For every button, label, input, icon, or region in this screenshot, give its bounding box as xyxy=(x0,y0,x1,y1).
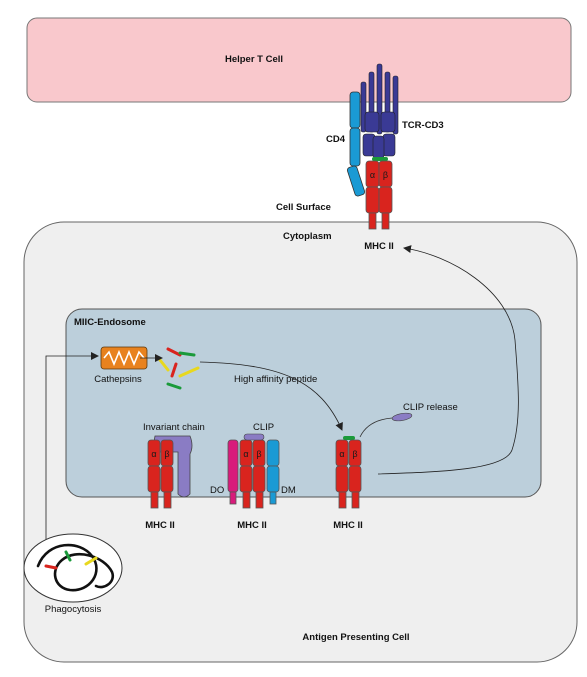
surface-peptide xyxy=(372,157,388,161)
mhc-ii-peptide-loaded xyxy=(335,436,362,509)
high-affinity-peptide-label: High affinity peptide xyxy=(234,374,317,385)
do-label: DO xyxy=(210,485,224,496)
miic-endosome-label: MIIC-Endosome xyxy=(74,317,146,328)
cell-surface-label: Cell Surface xyxy=(276,202,331,213)
beta-label: β xyxy=(256,449,261,459)
phagocytosis-label: Phagocytosis xyxy=(45,604,102,615)
mhc-ii-invariant-chain xyxy=(147,435,193,509)
helper-t-cell xyxy=(26,17,572,103)
peptide-fragments xyxy=(158,347,200,390)
mhc-ii-clip-complex xyxy=(227,433,280,509)
cd4-label: CD4 xyxy=(326,134,346,145)
invariant-chain-label: Invariant chain xyxy=(143,422,205,433)
mhc-ii-surface xyxy=(365,160,393,230)
tcr-cd3-label: TCR-CD3 xyxy=(402,120,444,131)
apc-label: Antigen Presenting Cell xyxy=(302,632,409,643)
alpha-label: α xyxy=(151,449,156,459)
clip-label: CLIP xyxy=(253,422,274,433)
tcr-cd3-complex xyxy=(360,63,399,159)
mhc-ii-label: MHC II xyxy=(364,241,394,252)
released-clip xyxy=(391,412,413,422)
beta-label: β xyxy=(352,449,357,459)
dm-label: DM xyxy=(281,485,296,496)
clip-release-connector xyxy=(359,417,393,438)
beta-label: β xyxy=(164,449,169,459)
cd4-receptor xyxy=(346,91,366,197)
beta-label: β xyxy=(383,170,388,180)
cathepsins-label: Cathepsins xyxy=(94,374,142,385)
peptide-loading-arrow xyxy=(199,361,343,431)
surface-export-arrow xyxy=(377,245,519,475)
miic-endosome xyxy=(65,308,542,498)
helper-t-cell-label: Helper T Cell xyxy=(225,54,283,65)
antigen-strand xyxy=(36,543,115,592)
alpha-label: α xyxy=(339,449,344,459)
alpha-label: α xyxy=(243,449,248,459)
clip-release-label: CLIP release xyxy=(403,402,458,413)
cathepsins-enzyme xyxy=(100,346,148,370)
mhc-ii-label: MHC II xyxy=(333,520,363,531)
mhc-ii-label: MHC II xyxy=(237,520,267,531)
alpha-label: α xyxy=(370,170,375,180)
mhc-ii-label: MHC II xyxy=(145,520,175,531)
phagocytosis-arrow xyxy=(45,352,99,544)
cytoplasm-label: Cytoplasm xyxy=(283,231,332,242)
